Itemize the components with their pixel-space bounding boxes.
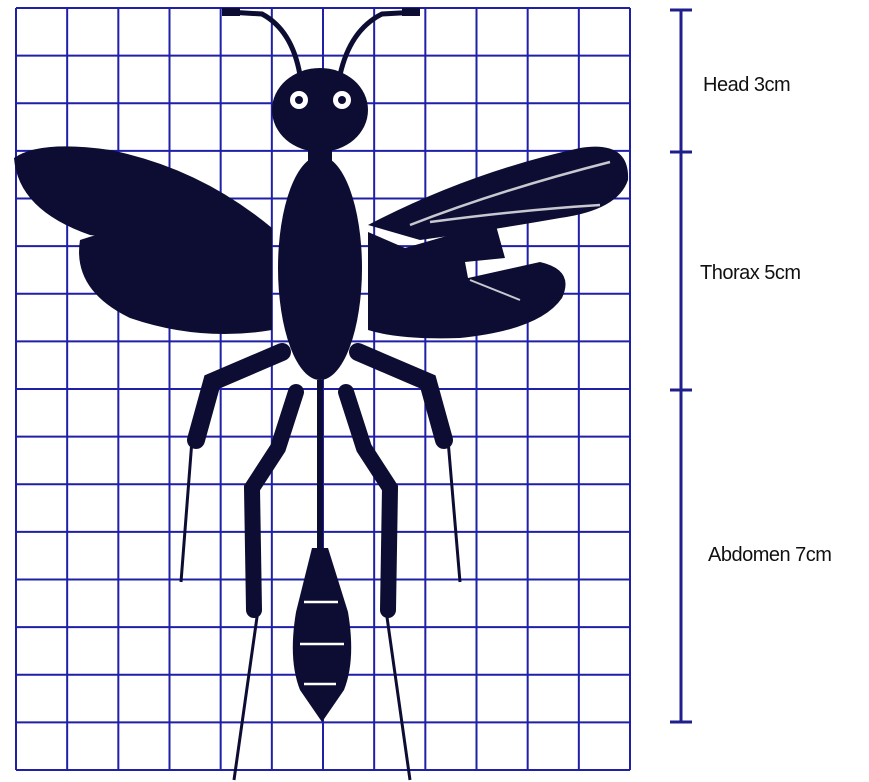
- abdomen: [293, 548, 351, 722]
- left-front-leg: [196, 352, 282, 440]
- thorax: [278, 156, 362, 380]
- right-front-leg: [358, 352, 444, 440]
- thorax-label: Thorax 5cm: [700, 262, 801, 285]
- head-label: Head 3cm: [703, 74, 790, 97]
- right-hindwing: [368, 222, 566, 338]
- left-antenna: [228, 12, 300, 75]
- insect-silhouette-icon: [14, 8, 628, 780]
- measurement-bar: [670, 10, 692, 722]
- right-antenna: [340, 12, 418, 75]
- head: [272, 68, 368, 152]
- left-hind-leg: [252, 392, 296, 610]
- left-hindwing: [79, 228, 272, 334]
- right-hind-leg: [346, 392, 390, 610]
- abdomen-label: Abdomen 7cm: [708, 544, 831, 567]
